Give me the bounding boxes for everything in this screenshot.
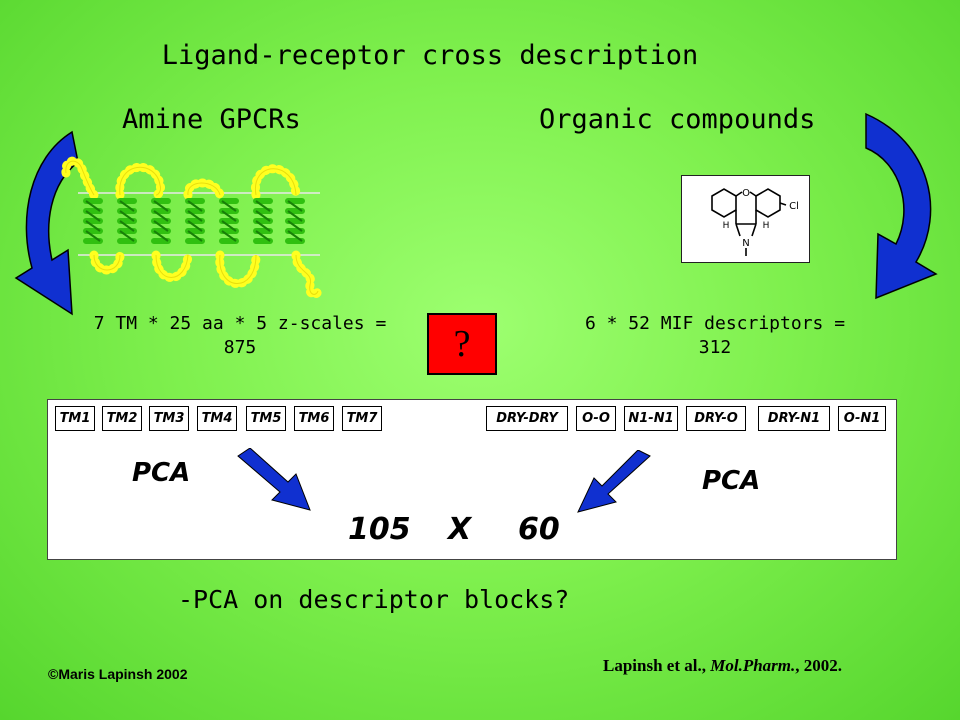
oxygen-atom: O: [742, 188, 750, 199]
organic-compounds-heading: Organic compounds: [539, 104, 816, 135]
copyright: ©Maris Lapinsh 2002: [48, 666, 188, 682]
chlorine-atom: Cl: [789, 201, 799, 212]
block-n1-n1: N1-N1: [624, 406, 678, 431]
block-tm3: TM3: [149, 406, 189, 431]
hydrogen-atom-right: H: [763, 221, 770, 231]
pca-label-left: PCA: [132, 458, 191, 488]
molecule-structure: O Cl N H H: [681, 175, 810, 263]
block-o-o: O-O: [576, 406, 616, 431]
question-box: ?: [427, 313, 497, 375]
pca-question: -PCA on descriptor blocks?: [178, 585, 570, 614]
pca-label-right: PCA: [702, 466, 761, 496]
block-tm5: TM5: [246, 406, 286, 431]
slide-title: Ligand-receptor cross description: [161, 40, 699, 71]
block-tm1: TM1: [55, 406, 95, 431]
block-dry-dry: DRY-DRY: [486, 406, 568, 431]
nitrogen-atom: N: [742, 238, 749, 249]
block-dry-o: DRY-O: [686, 406, 746, 431]
right-formula: 6 * 52 MIF descriptors = 312: [550, 312, 880, 360]
right-curved-arrow-icon: [865, 112, 938, 300]
left-curved-arrow-icon: [14, 130, 79, 316]
arrow-down-right-icon: [237, 448, 311, 511]
descriptor-matrix: TM1 TM2 TM3 TM4 TM5 TM6 TM7 DRY-DRY O-O …: [47, 399, 897, 560]
block-tm7: TM7: [342, 406, 382, 431]
right-formula-line2: 312: [698, 337, 732, 358]
matrix-rows: 105: [348, 512, 411, 547]
reference-authors: Lapinsh et al.,: [603, 656, 711, 675]
left-formula-line1: 7 TM * 25 aa * 5 z-scales =: [93, 313, 387, 334]
amine-gpcrs-heading: Amine GPCRs: [122, 104, 301, 135]
matrix-times: X: [448, 512, 472, 547]
right-formula-line1: 6 * 52 MIF descriptors =: [584, 313, 846, 334]
block-tm6: TM6: [294, 406, 334, 431]
left-formula: 7 TM * 25 aa * 5 z-scales = 875: [70, 312, 410, 360]
reference: Lapinsh et al., Mol.Pharm., 2002.: [603, 656, 842, 676]
arrow-down-left-icon: [577, 450, 651, 513]
block-o-n1: O-N1: [838, 406, 886, 431]
block-tm4: TM4: [197, 406, 237, 431]
gpcr-illustration: [61, 156, 323, 299]
left-formula-line2: 875: [223, 337, 257, 358]
reference-year: , 2002.: [795, 656, 843, 675]
hydrogen-atom-left: H: [723, 221, 730, 231]
matrix-cols: 60: [518, 512, 560, 547]
block-dry-n1: DRY-N1: [758, 406, 830, 431]
block-tm2: TM2: [102, 406, 142, 431]
reference-journal: Mol.Pharm.: [710, 656, 796, 675]
